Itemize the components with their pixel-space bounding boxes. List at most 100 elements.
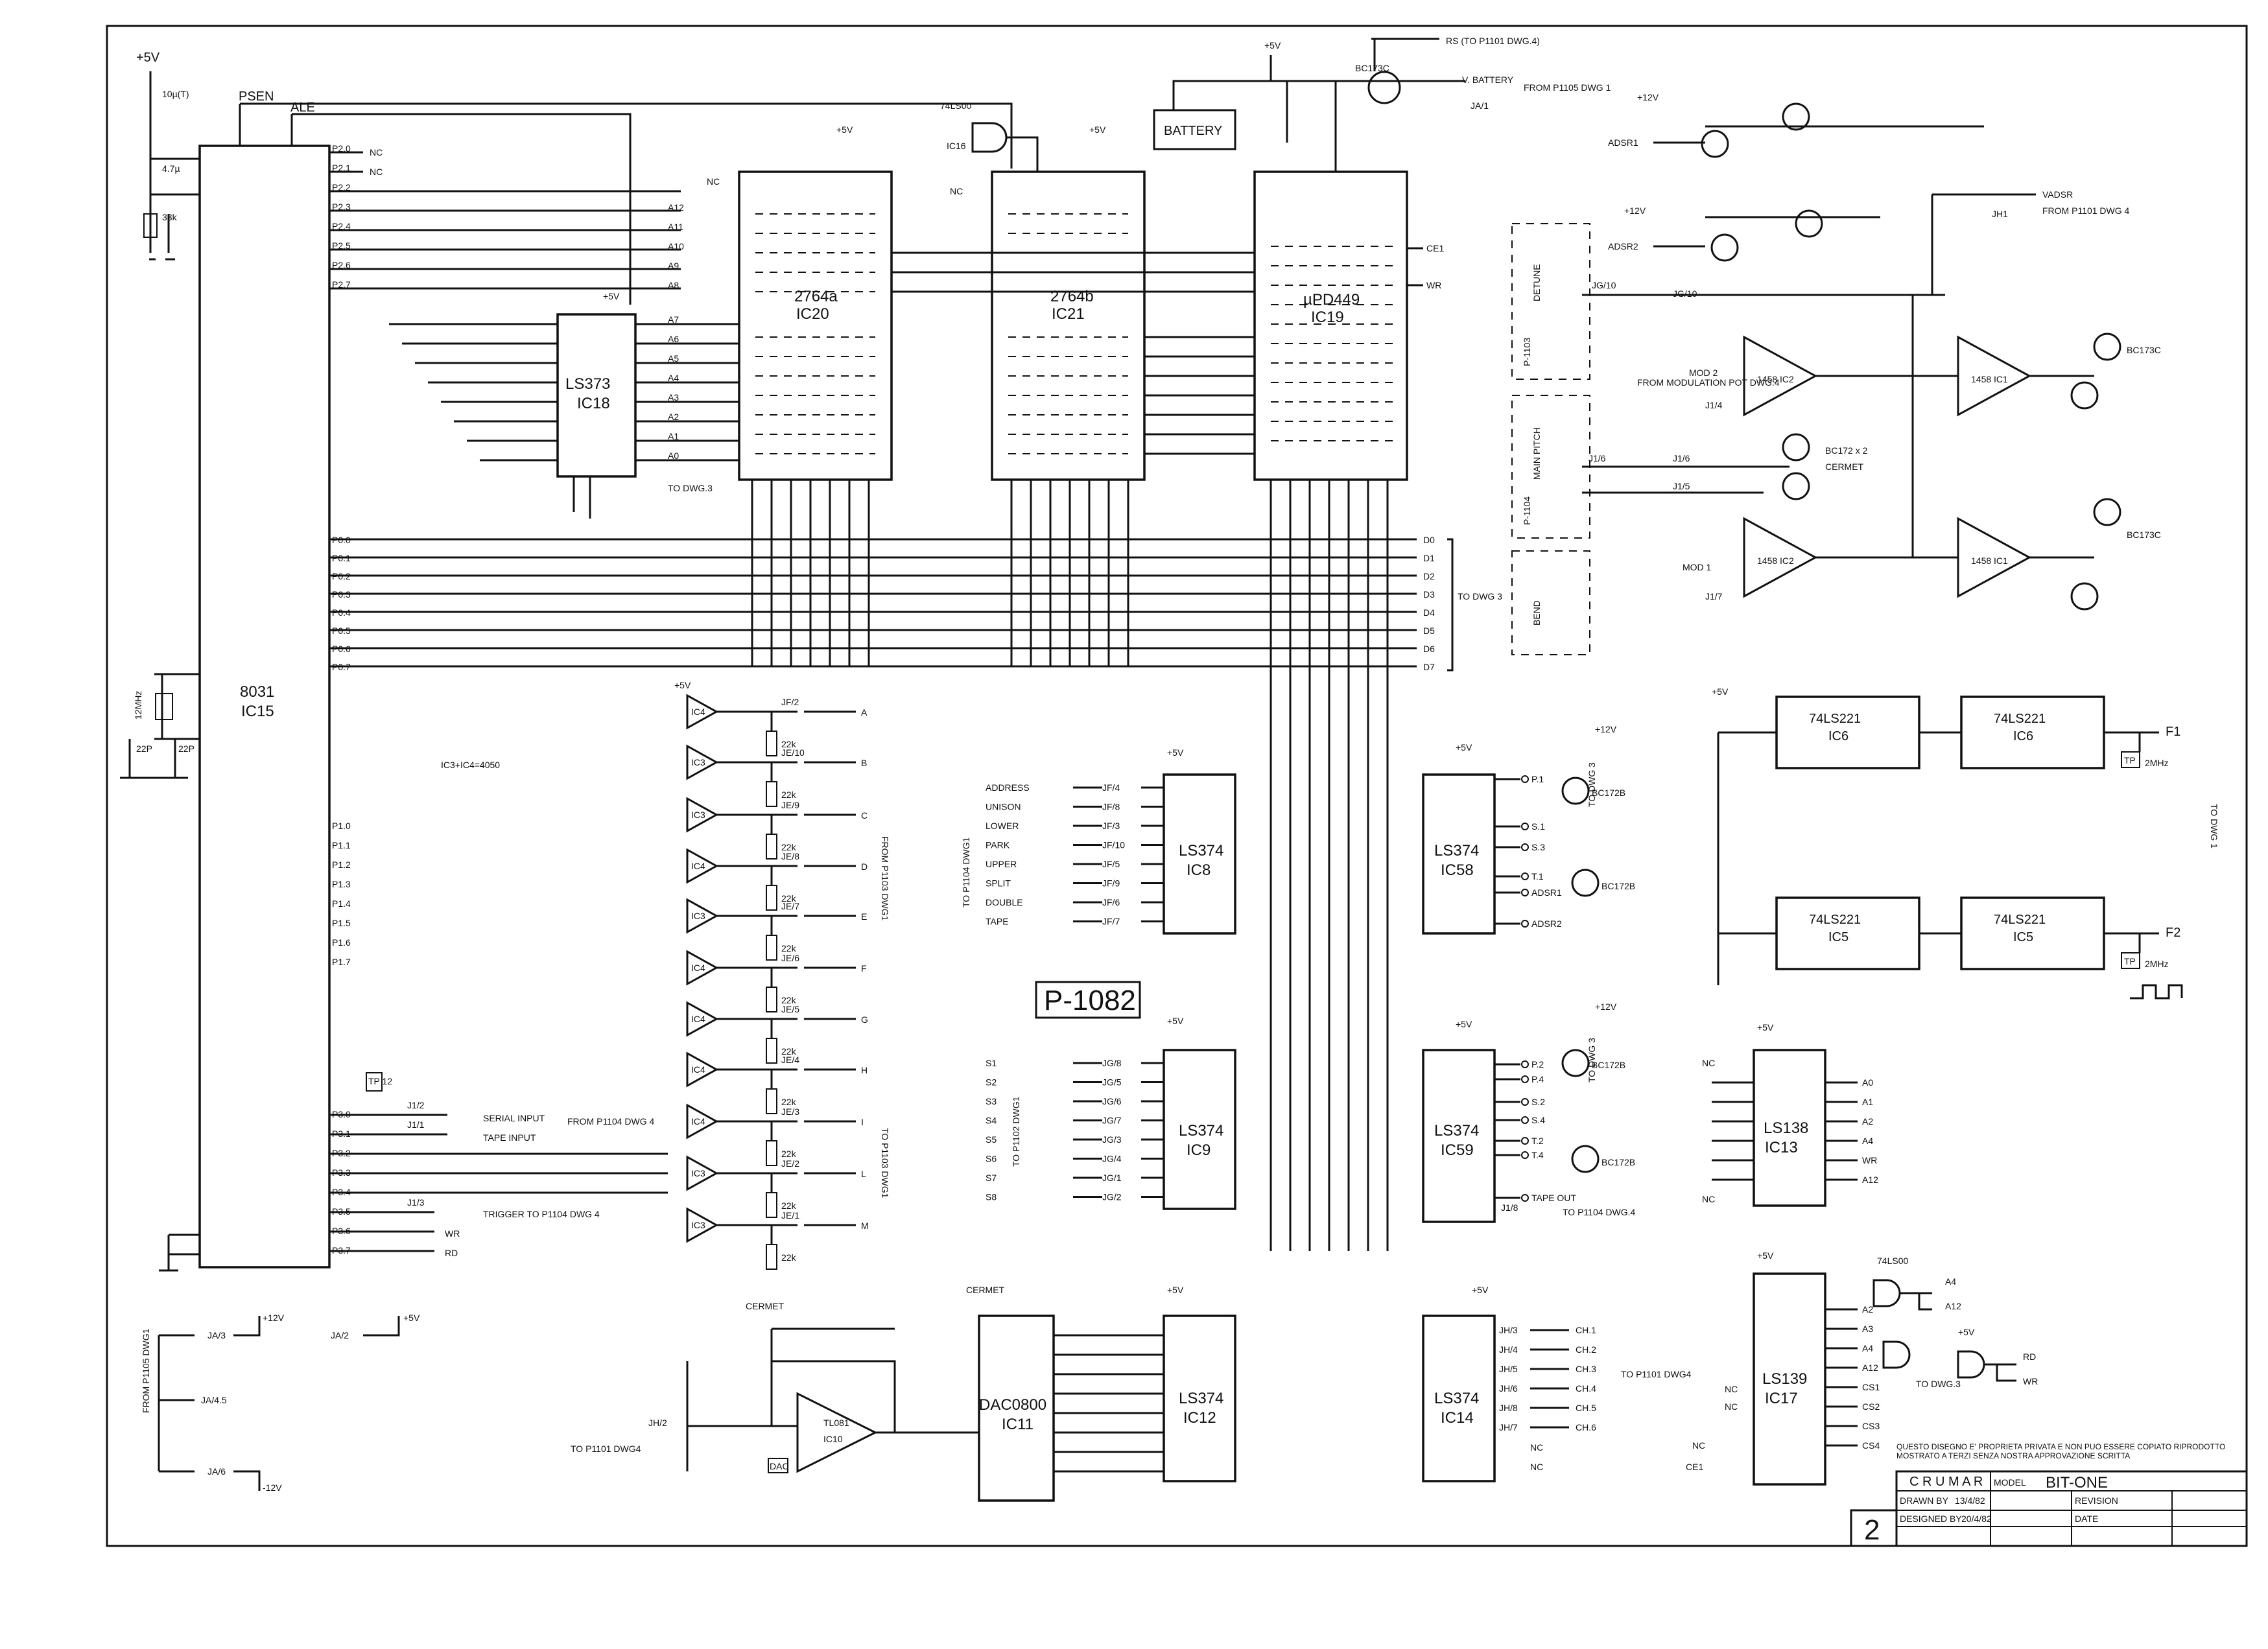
battery-rs: RS (TO P1101 DWG.4) bbox=[1446, 36, 1540, 46]
drawn-by-label: DRAWN BY bbox=[1900, 1495, 1949, 1506]
ic14-chan: CH.6 bbox=[1576, 1422, 1596, 1433]
switch-pin: JG/3 bbox=[1102, 1134, 1122, 1145]
switch-pin: JG/2 bbox=[1102, 1192, 1122, 1202]
opamp-3: 1458 IC2 bbox=[1757, 556, 1794, 566]
cpu-name: 8031 bbox=[240, 683, 274, 701]
ic17-ls139: LS139 IC17 +5V NC NC NC CE1 A2A3A4A12CS1… bbox=[1686, 1250, 1880, 1486]
ic58-out: S.3 bbox=[1531, 842, 1545, 852]
ic58-transistor-a: BC172B bbox=[1592, 788, 1625, 798]
buffer-wire bbox=[716, 1224, 797, 1245]
rom-a-supply: +5V bbox=[836, 124, 853, 135]
mono-4-name: 74LS221 bbox=[1994, 913, 2046, 927]
buffer-resistor-value: 22k bbox=[781, 1046, 797, 1057]
d6: D6 bbox=[1423, 644, 1435, 654]
ic16-out-a4: A4 bbox=[1945, 1276, 1956, 1287]
serial-tape: TAPE INPUT bbox=[483, 1132, 536, 1143]
buffer-out: M bbox=[861, 1221, 869, 1231]
model-label: MODEL bbox=[1994, 1477, 2026, 1488]
buffer-out: A bbox=[861, 707, 868, 718]
ic58-name: LS374 bbox=[1434, 842, 1479, 860]
rom-b-ref: IC21 bbox=[1052, 305, 1085, 323]
p1-1: P1.1 bbox=[332, 840, 351, 850]
ic12-name: LS374 bbox=[1179, 1390, 1223, 1407]
ic14-chan: CH.2 bbox=[1576, 1344, 1596, 1355]
ic13-nc1: NC bbox=[1702, 1058, 1715, 1068]
serial-j2: J1/1 bbox=[407, 1119, 425, 1130]
buffer-gate-label: IC3 bbox=[691, 911, 705, 921]
buffer-pin: JE/2 bbox=[781, 1158, 799, 1169]
battery-from: FROM P1105 DWG 1 bbox=[1524, 82, 1611, 93]
ic59-node bbox=[1521, 1060, 1529, 1068]
ic16-gates: 74LS00 +5V A4 A12 RD WR TO DWG.3 bbox=[1872, 1256, 2038, 1389]
buffer-pin: JE/9 bbox=[781, 800, 799, 810]
ic14-nc2: NC bbox=[1530, 1462, 1543, 1472]
buffer-resistor-value: 22k bbox=[781, 1252, 797, 1263]
switch-pin: JF/3 bbox=[1102, 821, 1120, 831]
ic58-supply12: +12V bbox=[1595, 724, 1617, 734]
ja-6: JA/6 bbox=[207, 1466, 226, 1477]
ic8-ref: IC8 bbox=[1187, 861, 1211, 879]
ic14-pin: JH/8 bbox=[1499, 1403, 1518, 1413]
cpu-ale: ALE bbox=[290, 100, 315, 115]
analog-box1-name: DETUNE bbox=[1531, 264, 1542, 301]
buffers-dest2: TO P1103 DWG1 bbox=[880, 1128, 890, 1199]
buffer-wire bbox=[716, 710, 797, 731]
port1: P1.0 P1.1 P1.2 P1.3 P1.4 P1.5 P1.6 P1.7 bbox=[332, 821, 351, 967]
ic17-nc3: NC bbox=[1692, 1440, 1705, 1451]
switch-label: S5 bbox=[986, 1134, 997, 1145]
buffer-wire bbox=[716, 813, 797, 834]
analog-box1-label: P-1103 bbox=[1522, 338, 1532, 366]
switch-label: PARK bbox=[986, 840, 1010, 850]
buffer-resistor-value: 22k bbox=[781, 1200, 797, 1211]
addr-a10: A10 bbox=[668, 241, 684, 251]
addr-a0: A0 bbox=[668, 450, 679, 461]
ic13-out: A4 bbox=[1862, 1136, 1873, 1146]
ram-upd449: µPD449 IC19 CE1 WR bbox=[892, 170, 1444, 481]
switch-label: S6 bbox=[986, 1154, 997, 1164]
dac-dest: TO P1101 DWG4 bbox=[571, 1444, 641, 1454]
ic59-out: T.4 bbox=[1531, 1150, 1544, 1160]
buffer-resistor bbox=[766, 1192, 777, 1218]
battery-label: BATTERY bbox=[1164, 124, 1222, 138]
latch-ls373: LS373 IC18 TO DWG.3 +5V bbox=[389, 291, 739, 519]
ic17-nc1: NC bbox=[1725, 1384, 1738, 1394]
analog-box2-name: MAIN PITCH bbox=[1531, 427, 1542, 480]
title-notice: QUESTO DISEGNO E' PROPRIETA PRIVATA E NO… bbox=[1896, 1442, 2226, 1460]
buffer-resistor-value: 22k bbox=[781, 842, 797, 852]
ic58-node bbox=[1521, 823, 1529, 830]
p2-1: P2.1 bbox=[332, 163, 351, 173]
j14: J1/4 bbox=[1705, 400, 1723, 410]
cpu-ref: IC15 bbox=[241, 703, 274, 720]
ic59-transistor-a: BC172B bbox=[1592, 1060, 1625, 1070]
ja-side: FROM P1105 DWG1 bbox=[141, 1328, 151, 1413]
buffer-gate-label: IC3 bbox=[691, 810, 705, 820]
switch-label: S2 bbox=[986, 1077, 997, 1088]
ic59-supply: +5V bbox=[1456, 1019, 1472, 1029]
p2-4: P2.4 bbox=[332, 221, 351, 231]
mono-tp-2: TP bbox=[2124, 956, 2136, 966]
switch-label: S3 bbox=[986, 1096, 997, 1106]
analog-pin-1: JG/10 bbox=[1592, 280, 1616, 290]
buffer-out: D bbox=[861, 861, 868, 872]
buffer-pin: JF/2 bbox=[781, 697, 799, 707]
mono-1-ref: IC6 bbox=[1828, 729, 1849, 743]
company: C R U M A R bbox=[1909, 1475, 1983, 1489]
ic59-node bbox=[1521, 1194, 1529, 1202]
opamp-name: TL081 bbox=[823, 1418, 849, 1428]
ic58-node bbox=[1521, 872, 1529, 880]
ic59-node bbox=[1521, 1075, 1529, 1083]
switch-pin: JF/10 bbox=[1102, 840, 1125, 850]
mod1: MOD 1 bbox=[1683, 562, 1712, 572]
ic12-ref: IC12 bbox=[1183, 1409, 1216, 1427]
buffer-out: G bbox=[861, 1014, 868, 1025]
revision-label: REVISION bbox=[2075, 1495, 2118, 1506]
ic59-node bbox=[1521, 1098, 1529, 1106]
ic16-out-a12: A12 bbox=[1945, 1301, 1961, 1311]
serial-trigger: TRIGGER TO P1104 DWG 4 bbox=[483, 1209, 600, 1219]
dac-cermet2: CERMET bbox=[966, 1285, 1005, 1295]
switch-label: UNISON bbox=[986, 802, 1021, 812]
serial-j3: J1/3 bbox=[407, 1197, 425, 1208]
reset-cap2: 4.7µ bbox=[162, 163, 180, 174]
